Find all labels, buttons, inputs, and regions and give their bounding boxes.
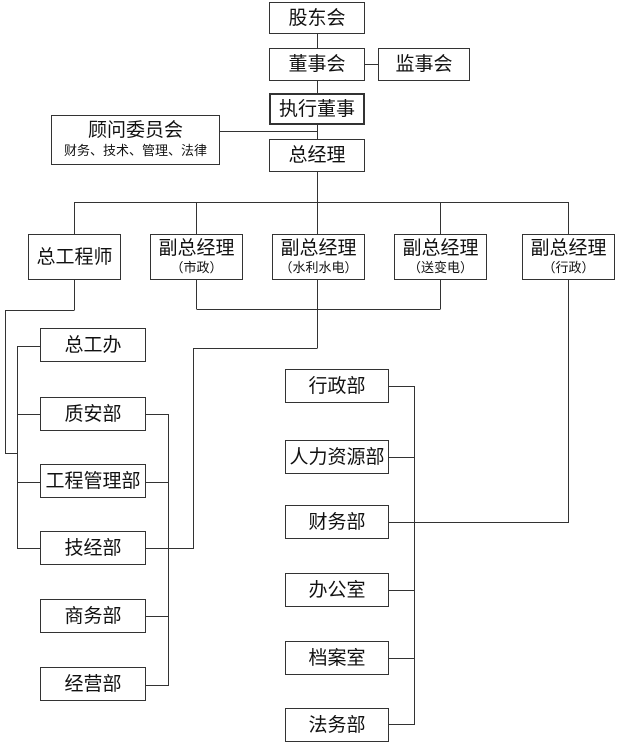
node-label: 质安部 <box>64 402 122 425</box>
node-label: 董事会 <box>288 53 346 76</box>
node-label: 执行董事 <box>278 97 355 120</box>
node-deputy-admin: 副总经理 （行政） <box>522 234 615 280</box>
node-chief-engineer-office: 总工办 <box>40 328 146 362</box>
node-title: 顾问委员会 <box>87 119 183 142</box>
node-label: 档案室 <box>308 646 366 669</box>
node-supervisors: 监事会 <box>378 48 470 81</box>
node-finance: 财务部 <box>285 505 389 539</box>
node-subtitle: （送变电） <box>407 260 473 276</box>
node-deputy-power: 副总经理 （送变电） <box>394 234 487 280</box>
node-human-resources: 人力资源部 <box>285 440 389 474</box>
node-label: 总工办 <box>64 333 122 356</box>
node-label: 办公室 <box>308 578 366 601</box>
node-label: 监事会 <box>395 53 453 76</box>
node-archives: 档案室 <box>285 641 389 675</box>
node-operations: 经营部 <box>40 667 146 701</box>
node-executive-director: 执行董事 <box>269 93 365 125</box>
node-legal: 法务部 <box>285 708 389 742</box>
node-label: 总经理 <box>288 144 346 167</box>
node-quality-safety: 质安部 <box>40 397 146 431</box>
node-engineering-management: 工程管理部 <box>40 464 146 498</box>
node-shareholders: 股东会 <box>269 2 365 34</box>
node-general-manager: 总经理 <box>269 139 365 172</box>
node-technical-economic: 技经部 <box>40 531 146 565</box>
node-label: 法务部 <box>308 713 366 736</box>
node-subtitle: （市政） <box>170 260 223 276</box>
node-title: 副总经理 <box>402 236 479 259</box>
node-chief-engineer: 总工程师 <box>28 234 121 280</box>
node-label: 技经部 <box>64 536 122 559</box>
node-deputy-water: 副总经理 （水利水电） <box>272 234 365 280</box>
node-title: 副总经理 <box>158 236 235 259</box>
node-label: 行政部 <box>308 374 366 397</box>
node-label: 工程管理部 <box>45 469 141 492</box>
node-advisory-committee: 顾问委员会 财务、技术、管理、法律 <box>51 115 220 165</box>
node-label: 财务部 <box>308 510 366 533</box>
node-business-affairs: 商务部 <box>40 599 146 633</box>
node-office: 办公室 <box>285 573 389 607</box>
node-label: 股东会 <box>288 6 346 29</box>
node-label: 人力资源部 <box>289 445 385 468</box>
node-title: 副总经理 <box>280 236 357 259</box>
node-label: 商务部 <box>64 604 122 627</box>
node-administration: 行政部 <box>285 369 389 403</box>
node-label: 总工程师 <box>36 245 113 268</box>
node-deputy-municipal: 副总经理 （市政） <box>150 234 243 280</box>
node-title: 副总经理 <box>530 236 607 259</box>
node-subtitle: （水利水电） <box>279 260 358 276</box>
node-subtitle: 财务、技术、管理、法律 <box>63 144 207 160</box>
node-label: 经营部 <box>64 672 122 695</box>
node-subtitle: （行政） <box>542 260 595 276</box>
node-board: 董事会 <box>269 48 365 81</box>
